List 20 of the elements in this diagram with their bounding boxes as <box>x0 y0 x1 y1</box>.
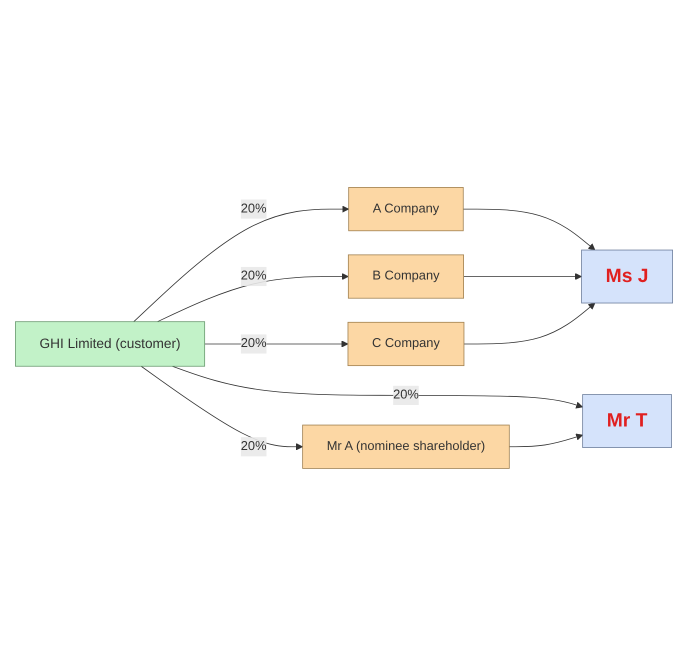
arrow <box>140 365 302 450</box>
arrow <box>462 208 595 250</box>
node-box: Mr A (nominee shareholder) <box>302 424 510 468</box>
edge-label: 20% <box>392 388 418 402</box>
node-box: A Company <box>348 186 464 231</box>
edge-label: 20% <box>240 439 266 453</box>
arrow <box>508 433 582 447</box>
edge-label: 20% <box>240 336 266 350</box>
edge-label: 20% <box>240 201 266 216</box>
arrow <box>132 205 348 322</box>
node-box: B Company <box>347 254 464 298</box>
arrow <box>463 302 595 344</box>
edge-label: 20% <box>240 268 266 283</box>
arrow <box>156 272 348 322</box>
node-box: C Company <box>347 321 464 366</box>
node-box: Ms J <box>580 249 672 303</box>
node-box: Mr T <box>582 394 672 448</box>
node-box: GHI Limited (customer) <box>14 320 205 366</box>
arrow <box>171 365 582 408</box>
arrow <box>462 272 582 280</box>
